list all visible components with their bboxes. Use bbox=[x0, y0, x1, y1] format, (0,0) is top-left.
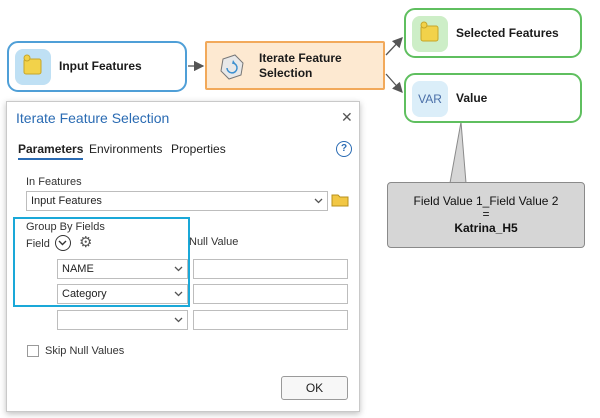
callout-line3: Katrina_H5 bbox=[454, 221, 518, 235]
group-by-highlight bbox=[13, 217, 190, 307]
tool-label-line1: Iterate Feature bbox=[259, 51, 342, 65]
input-features-node[interactable]: Input Features bbox=[7, 41, 187, 92]
selected-features-node[interactable]: Selected Features bbox=[404, 8, 582, 58]
connector-tool-to-selected bbox=[385, 37, 403, 56]
tool-label-line2: Selection bbox=[259, 66, 313, 80]
skip-null-values-label: Skip Null Values bbox=[45, 345, 125, 357]
chevron-down-circle-icon[interactable] bbox=[55, 235, 71, 251]
chevron-down-icon bbox=[174, 291, 183, 297]
tab-properties[interactable]: Properties bbox=[171, 142, 226, 156]
field-select-row2[interactable]: Category bbox=[57, 284, 188, 304]
help-icon[interactable]: ? bbox=[336, 141, 352, 157]
callout-line2: = bbox=[482, 207, 490, 221]
field-select-row1[interactable]: NAME bbox=[57, 259, 188, 279]
field-value-row2: Category bbox=[62, 288, 107, 300]
tab-parameters[interactable]: Parameters bbox=[18, 142, 84, 160]
tab-environments[interactable]: Environments bbox=[89, 142, 163, 156]
group-by-label: Group By Fields bbox=[26, 221, 105, 233]
field-column-label: Field bbox=[26, 238, 50, 250]
value-callout: Field Value 1_Field Value 2 = Katrina_H5 bbox=[387, 182, 585, 248]
in-features-label: In Features bbox=[26, 176, 82, 188]
folder-icon[interactable] bbox=[331, 192, 349, 208]
chevron-down-icon bbox=[174, 266, 183, 272]
chevron-down-icon bbox=[314, 198, 323, 204]
null-value-input-row3[interactable] bbox=[193, 310, 348, 330]
variable-icon: VAR bbox=[412, 81, 448, 117]
close-icon[interactable]: ✕ bbox=[341, 109, 353, 125]
iterate-feature-selection-dialog: Iterate Feature Selection ✕ Parameters E… bbox=[6, 101, 360, 412]
gear-icon[interactable]: ⚙ bbox=[79, 234, 93, 251]
null-value-input-row2[interactable] bbox=[193, 284, 348, 304]
value-label: Value bbox=[456, 91, 488, 105]
field-select-row3[interactable] bbox=[57, 310, 188, 330]
in-features-select[interactable]: Input Features bbox=[26, 191, 328, 211]
field-value-row1: NAME bbox=[62, 263, 94, 275]
callout-line1: Field Value 1_Field Value 2 bbox=[413, 194, 559, 208]
callout-pointer bbox=[449, 121, 467, 184]
iterate-feature-selection-node[interactable]: Iterate Feature Selection bbox=[205, 41, 385, 90]
tool-label: Iterate Feature Selection bbox=[259, 51, 342, 81]
selected-features-label: Selected Features bbox=[456, 26, 559, 40]
null-value-column-label: Null Value bbox=[189, 236, 239, 248]
feature-layer-icon bbox=[15, 49, 51, 85]
feature-layer-icon bbox=[412, 16, 448, 52]
input-features-label: Input Features bbox=[59, 59, 142, 73]
connector-tool-to-value bbox=[385, 73, 403, 93]
null-value-input-row1[interactable] bbox=[193, 259, 348, 279]
dialog-title: Iterate Feature Selection bbox=[16, 110, 170, 126]
iterate-tool-icon bbox=[213, 49, 249, 85]
in-features-value: Input Features bbox=[31, 195, 102, 207]
ok-button[interactable]: OK bbox=[281, 376, 348, 400]
value-node[interactable]: VAR Value bbox=[404, 73, 582, 123]
skip-null-values-checkbox[interactable] bbox=[27, 345, 39, 357]
chevron-down-icon bbox=[174, 317, 183, 323]
